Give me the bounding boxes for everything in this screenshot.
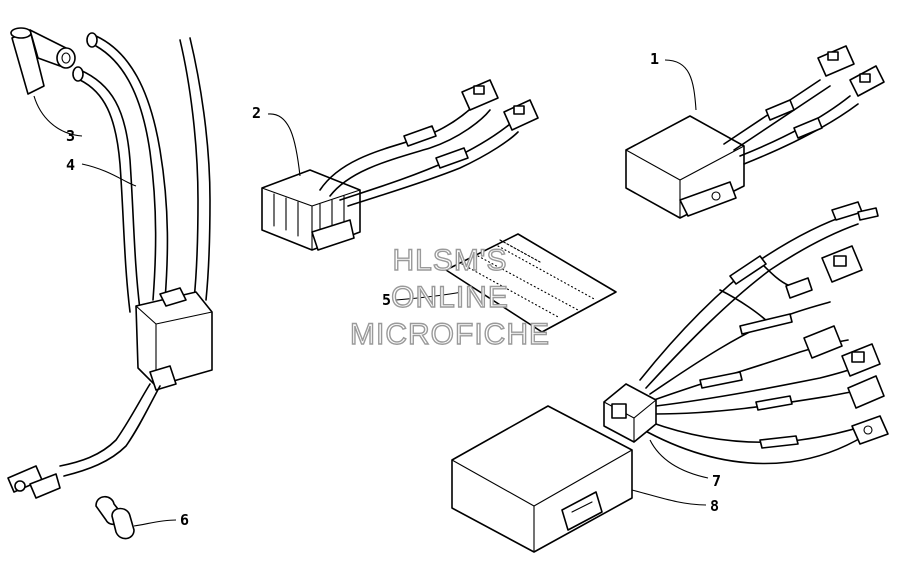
coil-body bbox=[135, 287, 213, 391]
callout-3: 3 bbox=[66, 127, 75, 145]
control-box[interactable] bbox=[451, 405, 633, 553]
harness-bundle bbox=[639, 213, 877, 465]
wire-clip[interactable] bbox=[95, 495, 135, 540]
callout-4: 4 bbox=[66, 156, 75, 174]
voltage-regulator[interactable] bbox=[261, 79, 539, 251]
high-tension-leads bbox=[72, 32, 211, 313]
harness-main-plug bbox=[603, 383, 657, 443]
coil-primary-wires bbox=[7, 383, 161, 499]
callout-5: 5 bbox=[382, 291, 391, 309]
callout-8: 8 bbox=[710, 497, 719, 515]
spark-plug-cap bbox=[10, 27, 76, 95]
ignition-coil-assembly[interactable] bbox=[7, 27, 213, 499]
watermark-line-1: HLSM'S bbox=[392, 244, 507, 277]
harness-sleeves bbox=[699, 255, 799, 449]
regulator-wires bbox=[319, 99, 519, 207]
callout-1: 1 bbox=[650, 50, 659, 68]
watermark-line-3: MICROFICHE bbox=[350, 318, 550, 351]
main-wiring-harness[interactable] bbox=[603, 201, 889, 465]
watermark: HLSM'S ONLINE MICROFICHE bbox=[349, 243, 550, 351]
regulator-connectors bbox=[461, 79, 539, 131]
callout-2: 2 bbox=[252, 104, 261, 122]
cdi-module[interactable] bbox=[625, 45, 885, 219]
cdi-body bbox=[625, 115, 745, 219]
cdi-connectors bbox=[817, 45, 885, 97]
callout-7: 7 bbox=[712, 472, 721, 490]
callout-6: 6 bbox=[180, 511, 189, 529]
decal-sheet[interactable] bbox=[445, 233, 617, 333]
cdi-wires bbox=[723, 79, 859, 165]
leader-lines bbox=[33, 59, 709, 527]
watermark-line-2: ONLINE bbox=[391, 281, 509, 314]
harness-connectors bbox=[785, 201, 889, 445]
